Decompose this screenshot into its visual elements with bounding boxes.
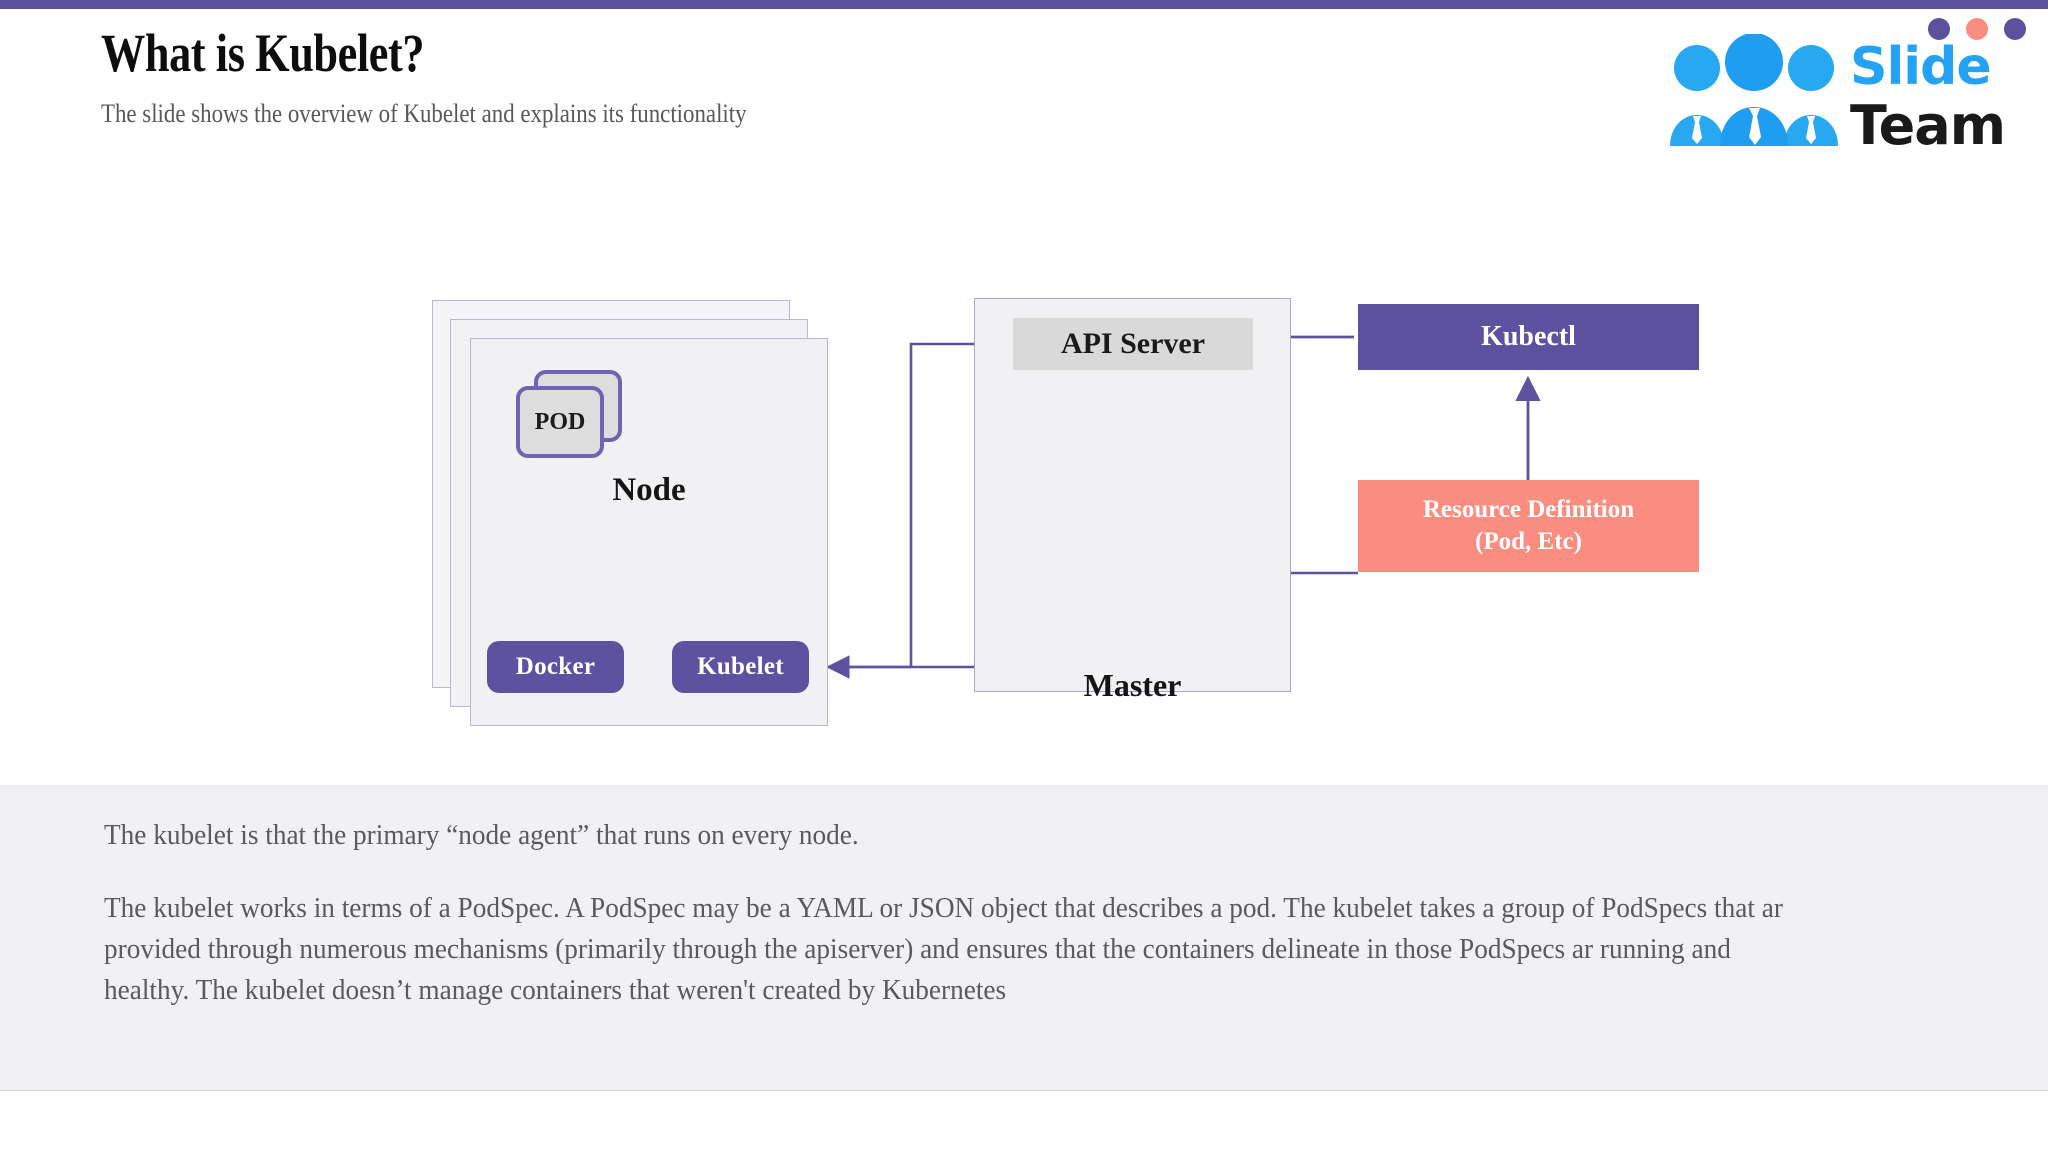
top-accent-bar [0, 0, 2048, 9]
docker-node[interactable]: Docker [487, 641, 624, 693]
description-paragraph-2: The kubelet works in terms of a PodSpec.… [104, 892, 1783, 1006]
logo-text-slide: Slide [1850, 37, 1992, 97]
kubelet-node[interactable]: Kubelet [672, 641, 809, 693]
page-subtitle: The slide shows the overview of Kubelet … [101, 99, 747, 128]
node-label: Node [612, 472, 686, 508]
description-text: The kubelet is that the primary “node ag… [104, 815, 1914, 1011]
logo-text-team: Team [1850, 94, 2006, 157]
logo-dot-3 [2004, 18, 2026, 40]
logo-dots [1928, 18, 2026, 40]
logo-dot-1 [1928, 18, 1950, 40]
kubelet-architecture-diagram: POD Node Docker Kubelet API Server Maste… [0, 180, 2048, 780]
description-paragraph-1: The kubelet is that the primary “node ag… [104, 819, 859, 851]
master-label: Master [1083, 667, 1182, 703]
footer-divider [0, 1090, 2048, 1091]
page-title: What is Kubelet? [101, 23, 425, 83]
api-server-node[interactable]: API Server [1013, 318, 1253, 370]
pod-stack: POD [508, 370, 626, 462]
people-group-icon [1670, 34, 1838, 146]
slideteam-logo: Slide Team [1664, 10, 2034, 160]
description-panel [0, 785, 2048, 1090]
resource-definition-line2: (Pod, Etc) [1475, 528, 1582, 555]
logo-dot-2 [1966, 18, 1988, 40]
kubectl-node[interactable]: Kubectl [1358, 304, 1699, 370]
pod-square-front: POD [516, 386, 604, 458]
resource-definition-line1: Resource Definition [1422, 496, 1635, 523]
resource-definition-node[interactable]: Resource Definition (Pod, Etc) [1358, 480, 1699, 572]
